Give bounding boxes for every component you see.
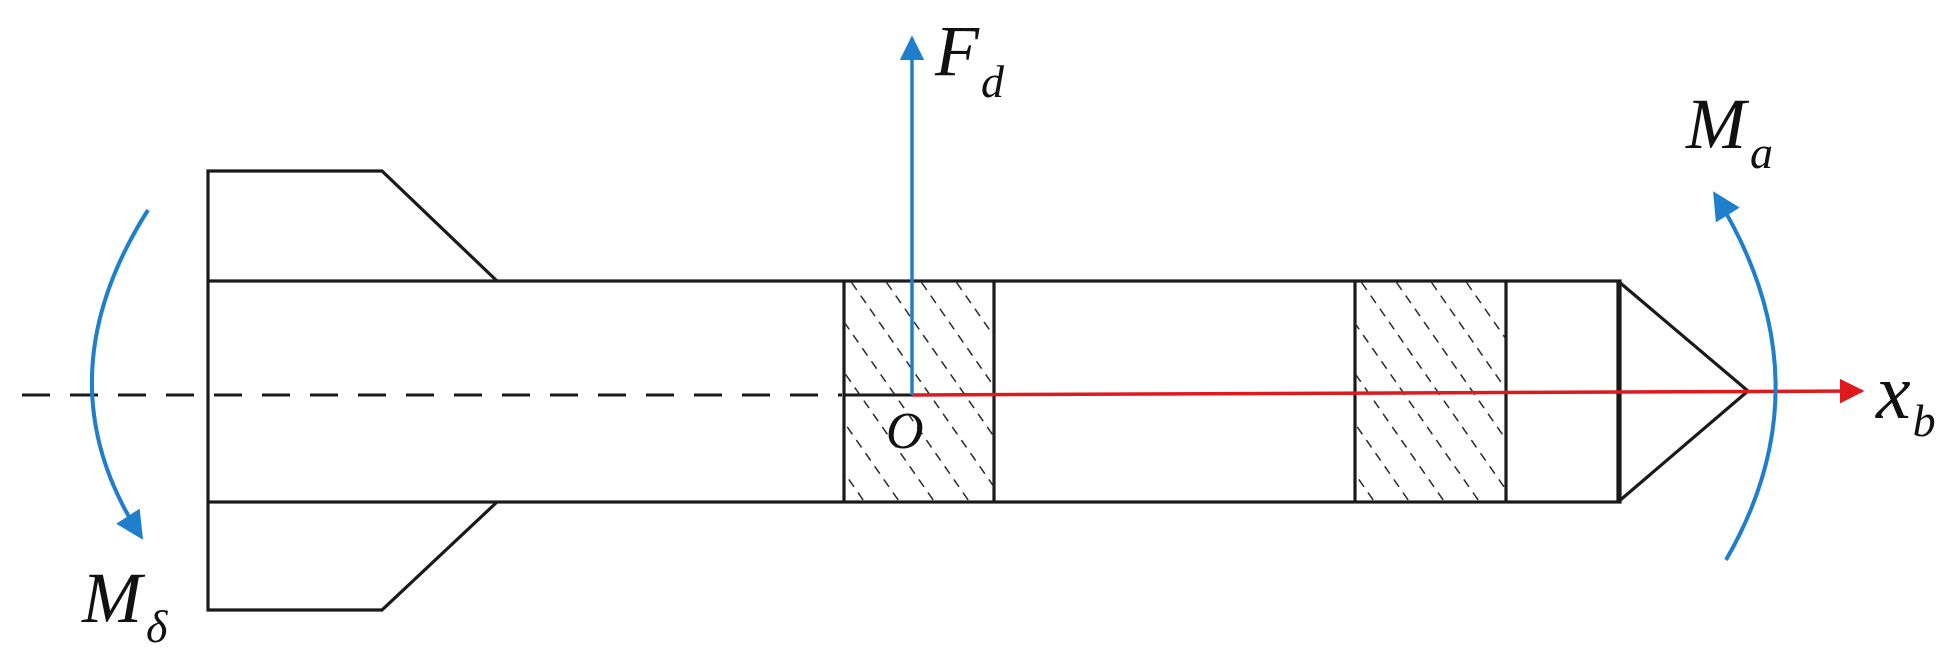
moment-aero-label: Ma [1685,84,1773,178]
force-label: Fd [934,11,1005,107]
upper-fin [206,169,499,283]
hatched-section-1 [844,281,994,502]
origin-label: O [886,403,924,460]
moment-aero-arc [1713,191,1778,561]
hatched-section-2 [1355,281,1506,502]
moment-control-label: Mδ [81,558,168,652]
moment-control-arc [90,208,150,540]
lower-fin [206,500,499,612]
xb-axis-arrow [911,378,1865,404]
axis-label: xb [1875,348,1936,446]
